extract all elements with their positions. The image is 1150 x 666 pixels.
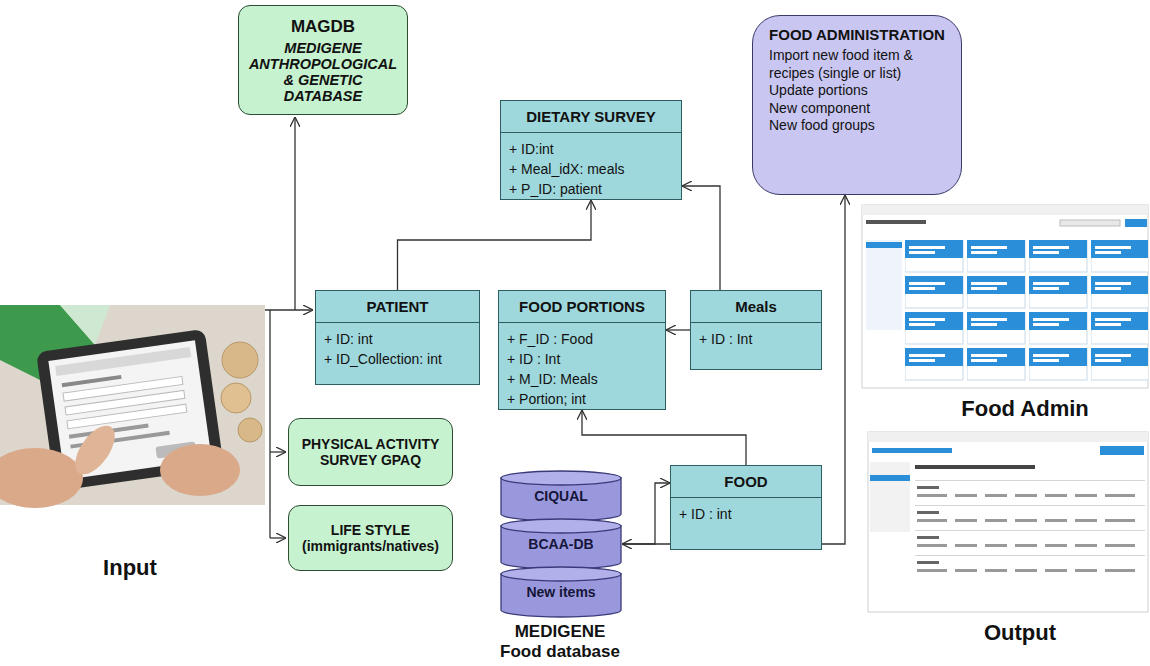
input-arrow (294, 117, 295, 310)
box-subtitle: (immigrants/natives) (302, 538, 439, 554)
box-heading: LIFE STYLE (331, 522, 410, 538)
connector (682, 186, 720, 290)
class-box: Meals + ID : Int (690, 290, 822, 370)
class-attribute: + ID : int (671, 504, 821, 524)
class-box: FOOD + ID : int (670, 465, 822, 550)
box-item: New food groups (769, 117, 945, 135)
input-arrow (270, 451, 286, 452)
box-item: Update portions (769, 82, 945, 100)
class-attribute: + M_ID: Meals (499, 369, 665, 389)
connector (666, 329, 690, 330)
class-name: DIETARY SURVEY (501, 101, 681, 133)
class-attribute: + ID : Int (499, 349, 665, 369)
class-attribute: + Meal_idX: meals (501, 159, 681, 179)
section-label: Output (950, 620, 1090, 646)
connector (622, 483, 670, 544)
box-item: Import new food item & recipes (single o… (769, 47, 945, 82)
database-name: CIQUAL (500, 470, 622, 504)
class-attribute: + ID:int (501, 139, 681, 159)
class-attribute: + Portion; int (499, 389, 665, 409)
database-caption: MEDIGENE Food database (497, 622, 623, 662)
survey-box: PHYSICAL ACTIVITY SURVEY GPAQ (288, 418, 453, 486)
database-name: BCAA-DB (500, 518, 622, 552)
class-box: DIETARY SURVEY + ID:int+ Meal_idX: meals+… (500, 100, 682, 200)
food-admin-screenshot (862, 205, 1148, 388)
cylinder-top (501, 471, 621, 485)
input-trunk (269, 310, 270, 538)
class-attribute: + F_ID : Food (499, 329, 665, 349)
database-name: New items (500, 566, 622, 600)
input-arrow (265, 309, 313, 310)
connector (398, 200, 592, 290)
class-attribute: + ID: int (316, 329, 479, 349)
box-heading: MAGDB (291, 17, 355, 37)
admin-box: FOOD ADMINISTRATION Import new food item … (752, 15, 962, 195)
class-name: PATIENT (316, 291, 479, 323)
box-subtitle: MEDIGENE ANTHROPOLOGICAL & GENETIC DATAB… (247, 40, 399, 104)
class-attribute: + P_ID: patient (501, 179, 681, 199)
connector (582, 410, 746, 465)
database-box: MAGDB MEDIGENE ANTHROPOLOGICAL & GENETIC … (238, 5, 408, 115)
box-heading: PHYSICAL ACTIVITY SURVEY GPAQ (297, 436, 444, 468)
class-box: FOOD PORTIONS + F_ID : Food+ ID : Int+ M_… (498, 290, 666, 410)
class-name: FOOD (671, 466, 821, 498)
cylinder-top (501, 519, 621, 533)
database-cylinder: New items (500, 566, 622, 618)
input-arrow (270, 537, 286, 538)
cylinder-top (501, 567, 621, 581)
class-box: PATIENT + ID: int+ ID_Collection: int (315, 290, 480, 385)
box-heading: FOOD ADMINISTRATION (769, 26, 945, 43)
class-attribute: + ID : Int (691, 329, 821, 349)
database-cylinder: BCAA-DB (500, 518, 622, 570)
class-name: Meals (691, 291, 821, 323)
box-item: New component (769, 100, 945, 118)
tablet-photo (0, 305, 265, 508)
section-label: Input (70, 555, 190, 581)
database-cylinder: CIQUAL (500, 470, 622, 522)
survey-box: LIFE STYLE(immigrants/natives) (288, 505, 453, 571)
class-attribute: + ID_Collection: int (316, 349, 479, 369)
section-label: Food Admin (945, 396, 1105, 422)
output-screenshot (868, 432, 1148, 612)
class-name: FOOD PORTIONS (499, 291, 665, 323)
